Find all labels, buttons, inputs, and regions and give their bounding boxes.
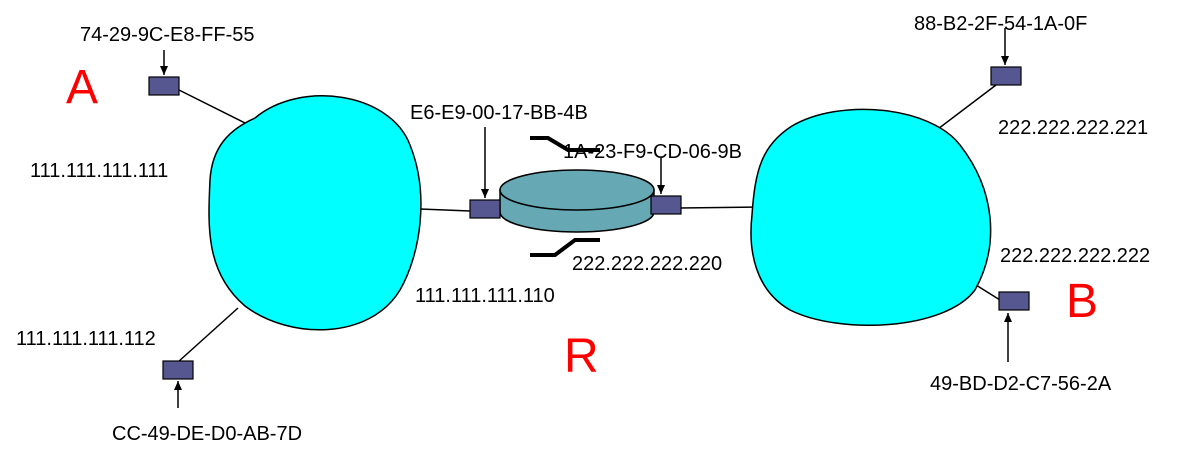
link-router-to-subnet2 xyxy=(679,206,763,209)
router-icon xyxy=(499,136,655,257)
host-b2-mac: 88-B2-2F-54-1A-0F xyxy=(914,13,1087,35)
adapter-router-right xyxy=(650,195,682,215)
router-letter: R xyxy=(564,330,599,383)
link-a-to-subnet1 xyxy=(178,89,256,129)
subnet-1-cloud xyxy=(208,95,422,331)
link-a2-to-subnet1 xyxy=(177,307,239,363)
host-a-letter: A xyxy=(66,61,98,114)
router-right-mac: 1A-23-F9-CD-06-9B xyxy=(563,141,742,163)
subnet-2-cloud xyxy=(750,108,992,327)
router-arrow-upper xyxy=(530,136,600,152)
link-subnet1-to-router xyxy=(419,208,471,212)
router-top xyxy=(499,169,655,211)
adapter-a2 xyxy=(162,360,194,380)
router-left-mac: E6-E9-00-17-BB-4B xyxy=(410,102,588,124)
router-arrow-lower xyxy=(530,238,600,257)
host-b-mac: 49-BD-D2-C7-56-2A xyxy=(930,373,1112,395)
adapter-b xyxy=(998,291,1030,311)
adapter-b2 xyxy=(990,66,1022,86)
host-b-letter: B xyxy=(1066,275,1098,328)
host-b-ip: 222.222.222.222 xyxy=(1000,245,1150,267)
adapter-a xyxy=(148,76,180,96)
pointer-arrows xyxy=(160,28,1012,408)
router-left-ip: 111.111.111.110 xyxy=(415,285,555,307)
router-right-ip: 222.222.222.220 xyxy=(572,253,722,275)
host-a2-mac: CC-49-DE-D0-AB-7D xyxy=(112,423,302,445)
adapter-router-left xyxy=(469,199,501,219)
host-a-mac: 74-29-9C-E8-FF-55 xyxy=(80,24,255,46)
host-b2-ip: 222.222.222.221 xyxy=(998,117,1148,139)
host-a2-ip: 111.111.111.112 xyxy=(16,328,156,350)
link-b2-to-subnet2 xyxy=(929,81,1001,136)
adapters xyxy=(148,66,1030,380)
host-a-ip: 111.111.111.111 xyxy=(30,160,168,182)
links xyxy=(177,81,1001,363)
